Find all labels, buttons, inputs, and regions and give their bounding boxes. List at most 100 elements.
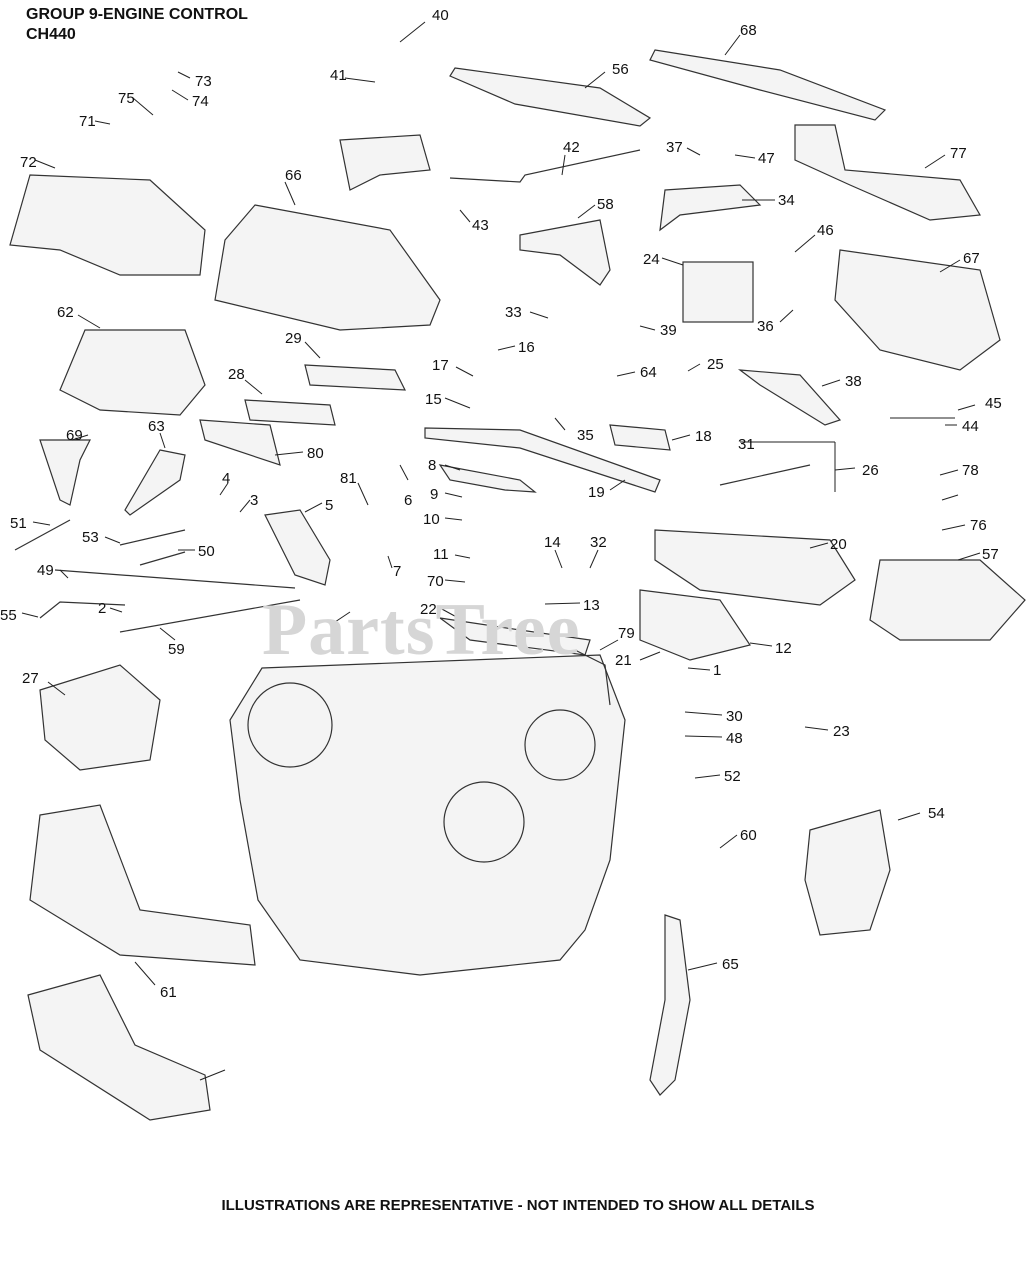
callout-35: 35 — [577, 427, 594, 444]
callout-9: 9 — [430, 486, 438, 503]
rod-51 — [14, 519, 71, 551]
callout-2: 2 — [98, 600, 106, 617]
callout-46: 46 — [817, 222, 834, 239]
callout-70: 70 — [427, 573, 444, 590]
bracket-40 — [339, 134, 431, 191]
callout-73: 73 — [195, 73, 212, 90]
callout-5: 5 — [325, 497, 333, 514]
callout-63: 63 — [148, 418, 165, 435]
callout-48: 48 — [726, 730, 743, 747]
callout-68: 68 — [740, 22, 757, 39]
callout-75: 75 — [118, 90, 135, 107]
callout-42: 42 — [563, 139, 580, 156]
shroud-60 — [29, 804, 256, 966]
callout-32: 32 — [590, 534, 607, 551]
callout-26: 26 — [862, 462, 879, 479]
callout-30: 30 — [726, 708, 743, 725]
callout-56: 56 — [612, 61, 629, 78]
bracket-34 — [659, 184, 762, 232]
plate-29 — [304, 364, 406, 391]
callout-6: 6 — [404, 492, 412, 509]
callout-17: 17 — [432, 357, 449, 374]
callout-33: 33 — [505, 304, 522, 321]
callout-3: 3 — [250, 492, 258, 509]
lever-80 — [199, 419, 281, 466]
callout-22: 22 — [420, 601, 437, 618]
callout-55: 55 — [0, 607, 17, 624]
callout-71: 71 — [79, 113, 96, 130]
callout-1: 1 — [713, 662, 721, 679]
rod-76 — [39, 601, 126, 619]
callout-39: 39 — [660, 322, 677, 339]
callout-76: 76 — [970, 517, 987, 534]
bracket-57 — [869, 559, 1026, 641]
engine-model: CH440 — [26, 26, 76, 43]
cover-59 — [39, 664, 161, 771]
callout-10: 10 — [423, 511, 440, 528]
callout-67: 67 — [963, 250, 980, 267]
bracket-52 — [804, 809, 891, 936]
callout-31: 31 — [738, 436, 755, 453]
lever-56 — [449, 67, 652, 127]
callout-41: 41 — [330, 67, 347, 84]
solenoid-24 — [682, 261, 754, 323]
callout-58: 58 — [597, 196, 614, 213]
callout-64: 64 — [640, 364, 657, 381]
rod-22 — [574, 649, 611, 706]
callout-78: 78 — [962, 462, 979, 479]
diagram-title: GROUP 9-ENGINE CONTROL — [26, 6, 248, 23]
plate-28 — [244, 399, 336, 426]
callout-36: 36 — [757, 318, 774, 335]
callout-45: 45 — [985, 395, 1002, 412]
lever-38 — [737, 369, 842, 426]
callout-43: 43 — [472, 217, 489, 234]
callout-27: 27 — [22, 670, 39, 687]
rod-1 — [119, 599, 301, 633]
lever-63 — [124, 449, 186, 516]
callout-53: 53 — [82, 529, 99, 546]
callout-69: 69 — [66, 427, 83, 444]
lever-68 — [649, 49, 887, 121]
callout-4: 4 — [222, 470, 230, 487]
callout-80: 80 — [307, 445, 324, 462]
callout-74: 74 — [192, 93, 209, 110]
rod-53 — [119, 529, 186, 546]
footer-disclaimer: ILLUSTRATIONS ARE REPRESENTATIVE - NOT I… — [221, 1197, 815, 1214]
rod-31 — [719, 464, 811, 486]
callout-12: 12 — [775, 640, 792, 657]
callout-44: 44 — [962, 418, 979, 435]
callout-52: 52 — [724, 768, 741, 785]
bracket-55 — [639, 589, 751, 661]
rod-49 — [54, 569, 296, 589]
callout-25: 25 — [707, 356, 724, 373]
cover-62 — [59, 329, 206, 416]
callout-7: 7 — [393, 563, 401, 580]
callout-20: 20 — [830, 536, 847, 553]
callout-77: 77 — [950, 145, 967, 162]
callout-65: 65 — [722, 956, 739, 973]
callout-51: 51 — [10, 515, 27, 532]
callout-29: 29 — [285, 330, 302, 347]
callout-54: 54 — [928, 805, 945, 822]
callout-13: 13 — [583, 597, 600, 614]
callout-14: 14 — [544, 534, 561, 551]
callout-59: 59 — [168, 641, 185, 658]
bracket-58 — [519, 219, 611, 286]
callout-57: 57 — [982, 546, 999, 563]
callout-16: 16 — [518, 339, 535, 356]
shroud-66 — [214, 204, 441, 331]
lever-8 — [438, 464, 537, 493]
callout-24: 24 — [643, 251, 660, 268]
lever-18 — [609, 424, 671, 451]
callout-72: 72 — [20, 154, 37, 171]
callout-11: 11 — [433, 546, 449, 563]
part-shapes — [9, 49, 1026, 1121]
callout-49: 49 — [37, 562, 54, 579]
watermark-text: PartsTree — [262, 589, 581, 671]
bracket-20 — [654, 529, 856, 606]
rod-50 — [139, 551, 186, 566]
callout-50: 50 — [198, 543, 215, 560]
callout-81: 81 — [340, 470, 357, 487]
callout-79: 79 — [618, 625, 635, 642]
